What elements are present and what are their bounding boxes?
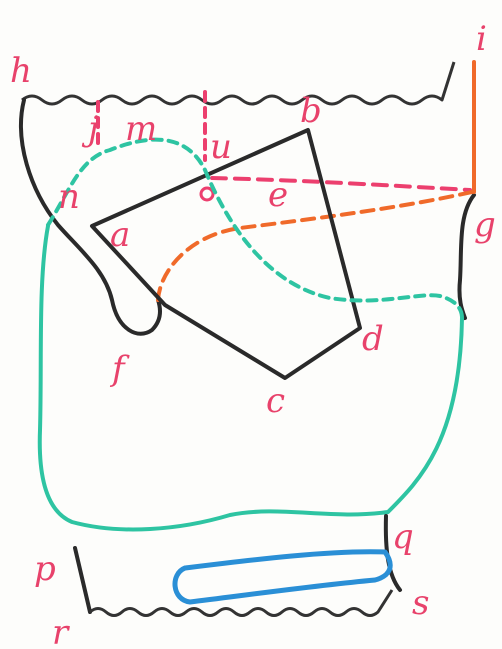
label-m: m	[125, 109, 157, 149]
top-wavy-edge	[21, 61, 456, 106]
label-q: q	[392, 517, 414, 557]
label-e: e	[268, 175, 288, 215]
orange-dashed-f-g	[156, 190, 474, 302]
pink-dashed-o-g	[210, 176, 472, 192]
label-b: b	[300, 91, 322, 131]
label-n: n	[58, 177, 80, 217]
label-f: f	[109, 349, 130, 389]
label-a: a	[110, 215, 130, 255]
green-dashed-curve	[46, 137, 464, 320]
label-p: p	[34, 549, 56, 589]
label-h: h	[10, 51, 32, 91]
green-solid-outline	[37, 224, 464, 532]
point-o	[199, 186, 215, 202]
label-d: d	[362, 319, 384, 359]
label-j: j	[81, 109, 99, 149]
label-u: u	[210, 127, 232, 167]
label-r: r	[52, 613, 70, 649]
label-c: c	[266, 381, 285, 421]
bottom-wavy-edge	[89, 589, 394, 617]
label-g: g	[474, 205, 496, 245]
quadrilateral-abdc	[90, 128, 362, 380]
label-i: i	[476, 19, 487, 59]
lower-left-edge	[73, 546, 92, 614]
blue-oblong	[172, 549, 393, 605]
right-black-outline	[457, 193, 476, 320]
label-s: s	[412, 583, 429, 623]
left-black-outline	[19, 98, 162, 336]
